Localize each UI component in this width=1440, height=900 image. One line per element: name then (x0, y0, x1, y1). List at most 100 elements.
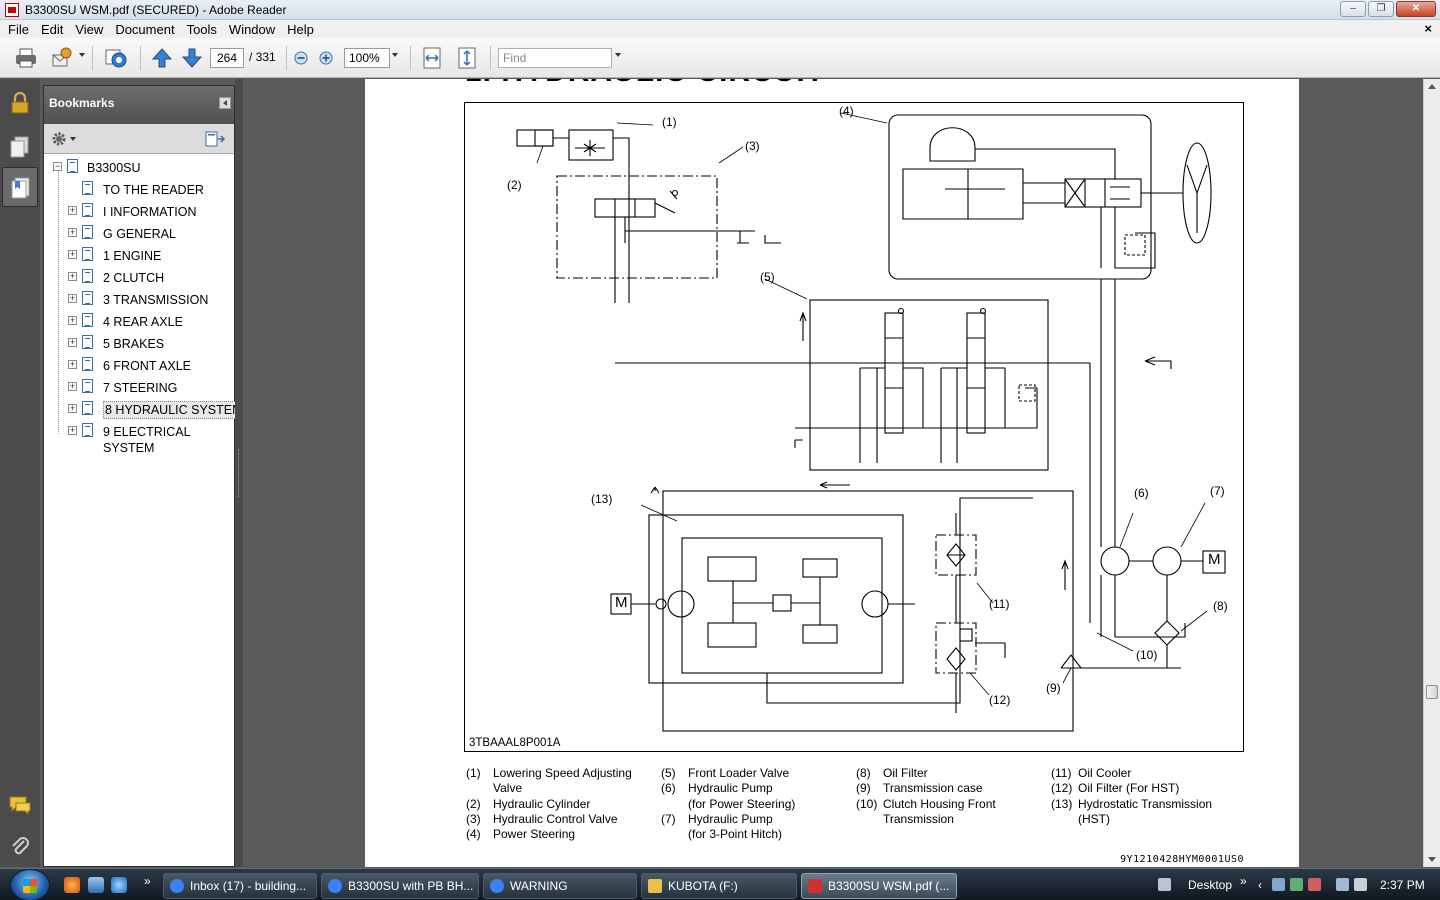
menu-help[interactable]: Help (287, 21, 314, 37)
bookmark-item[interactable]: + 5 BRAKES (44, 334, 234, 354)
task-button-kubota-drive[interactable]: KUBOTA (F:) (641, 873, 797, 899)
expand-toggle[interactable]: + (68, 425, 77, 435)
bookmark-item[interactable]: + 4 REAR AXLE (44, 312, 234, 332)
legend-number: (8) (856, 766, 871, 780)
splitter-grip[interactable] (238, 449, 240, 497)
collaborate-icon[interactable] (104, 46, 128, 70)
comments-icon[interactable] (8, 793, 32, 817)
print-icon[interactable] (14, 46, 38, 70)
tray-expand-chevron[interactable]: ‹ (1258, 878, 1262, 892)
expand-toggle[interactable]: + (68, 293, 77, 303)
window-title: B3300SU WSM.pdf (SECURED) - Adobe Reader (25, 2, 287, 17)
expand-toggle[interactable]: + (68, 337, 77, 347)
options-dropdown-arrow[interactable] (70, 137, 76, 141)
next-page-icon[interactable] (180, 46, 204, 70)
page-number-input[interactable]: 264 (210, 48, 244, 68)
expand-toggle[interactable]: + (68, 227, 77, 237)
menu-view[interactable]: View (75, 21, 104, 37)
firefox-icon[interactable] (64, 877, 80, 893)
zoom-dropdown-arrow[interactable] (392, 53, 398, 57)
expand-toggle[interactable]: + (68, 205, 77, 215)
panel-splitter[interactable] (235, 79, 243, 867)
pages-icon[interactable] (8, 135, 32, 159)
bookmark-item[interactable]: + I INFORMATION (44, 202, 234, 222)
expand-toggle[interactable]: + (68, 271, 77, 281)
expand-toggle[interactable]: + (68, 249, 77, 259)
menu-window[interactable]: Window (228, 21, 276, 37)
share-dropdown-arrow[interactable] (79, 53, 85, 57)
zoom-level-input[interactable]: 100% (344, 48, 390, 68)
find-dropdown-arrow[interactable] (615, 53, 621, 57)
bookmark-label: 2 CLUTCH (103, 271, 165, 285)
power-steering-boundary (888, 114, 1152, 280)
bookmark-item[interactable]: + 2 CLUTCH (44, 268, 234, 288)
expand-toggle[interactable]: + (68, 403, 77, 413)
options-gear-icon[interactable] (51, 131, 67, 147)
attachment-icon[interactable] (8, 835, 32, 859)
document-close-button[interactable]: × (1424, 21, 1432, 36)
task-button-b3300su-forum[interactable]: B3300SU with PB BH... (321, 873, 479, 899)
menu-edit[interactable]: Edit (40, 21, 64, 37)
bookmark-item[interactable]: + 3 TRANSMISSION (44, 290, 234, 310)
quicklaunch-more-chevron[interactable]: » (144, 874, 151, 888)
network-icon[interactable] (1272, 878, 1285, 891)
page-heading: 1. HYDRAULIC CIRCUIT (465, 79, 825, 89)
bookmark-label: B3300SU (87, 161, 141, 175)
bookmark-item[interactable]: + 9 ELECTRICAL SYSTEM (44, 422, 234, 458)
desktop-toolbar-label[interactable]: Desktop (1188, 878, 1233, 892)
collapse-panel-button[interactable] (219, 97, 231, 109)
find-input[interactable]: Find (498, 48, 612, 68)
bookmark-item[interactable]: + G GENERAL (44, 224, 234, 244)
bookmark-item-selected[interactable]: + 8 HYDRAULIC SYSTEM (44, 400, 245, 420)
bookmark-root[interactable]: − B3300SU (44, 158, 234, 178)
internet-explorer-icon[interactable] (111, 877, 127, 893)
expand-toggle[interactable]: + (68, 381, 77, 391)
bookmark-label: 6 FRONT AXLE (103, 359, 191, 373)
start-button[interactable] (10, 869, 50, 900)
zoom-in-icon[interactable] (319, 51, 333, 65)
task-label: WARNING (510, 879, 568, 893)
keyboard-icon[interactable] (1158, 878, 1171, 891)
vertical-scrollbar[interactable] (1423, 79, 1440, 867)
bookmark-item[interactable]: + 7 STEERING (44, 378, 234, 398)
display-icon[interactable] (1336, 878, 1349, 891)
update-icon[interactable] (1308, 878, 1321, 891)
expand-toggle[interactable]: + (68, 359, 77, 369)
callout-3: (3) (745, 139, 760, 153)
expand-bookmark-icon[interactable] (205, 130, 225, 148)
scroll-down-arrow[interactable] (1428, 857, 1436, 862)
bookmark-item[interactable]: + 6 FRONT AXLE (44, 356, 234, 376)
minimize-button[interactable]: – (1340, 1, 1366, 17)
document-viewport[interactable]: 1. HYDRAULIC CIRCUIT (243, 79, 1423, 867)
desktop-toolbar-chevron[interactable]: » (1240, 874, 1247, 888)
fit-width-icon[interactable] (420, 46, 444, 70)
task-button-adobe-reader[interactable]: B3300SU WSM.pdf (... (801, 873, 957, 899)
zoom-out-icon[interactable] (294, 51, 308, 65)
expand-toggle[interactable]: + (68, 315, 77, 325)
system-clock[interactable]: 2:37 PM (1380, 878, 1425, 892)
menu-file[interactable]: File (8, 21, 29, 37)
callout-8: (8) (1213, 599, 1228, 613)
scroll-up-arrow[interactable] (1428, 84, 1436, 89)
volume-icon[interactable] (1354, 878, 1367, 891)
previous-page-icon[interactable] (150, 46, 174, 70)
pdf-icon (808, 879, 822, 893)
scroll-thumb[interactable] (1426, 685, 1438, 699)
legend-number: (11) (1051, 766, 1072, 780)
task-button-inbox[interactable]: Inbox (17) - building... (163, 873, 317, 899)
menu-document[interactable]: Document (115, 21, 175, 37)
restore-button[interactable]: ❐ (1368, 1, 1394, 17)
bookmarks-tab[interactable] (2, 167, 38, 207)
security-icon[interactable] (1290, 878, 1303, 891)
email-share-icon[interactable] (50, 46, 74, 70)
task-button-warning[interactable]: WARNING (483, 873, 637, 899)
show-desktop-icon[interactable] (88, 877, 104, 893)
bookmark-item[interactable]: + 1 ENGINE (44, 246, 234, 266)
menu-tools[interactable]: Tools (186, 21, 217, 37)
bookmark-label: 9 ELECTRICAL (103, 425, 191, 439)
bookmark-item[interactable]: TO THE READER (44, 180, 234, 200)
lock-icon[interactable] (8, 91, 32, 115)
collapse-toggle[interactable]: − (53, 161, 62, 171)
close-button[interactable]: ✕ (1396, 1, 1436, 17)
fit-page-icon[interactable] (455, 46, 479, 70)
